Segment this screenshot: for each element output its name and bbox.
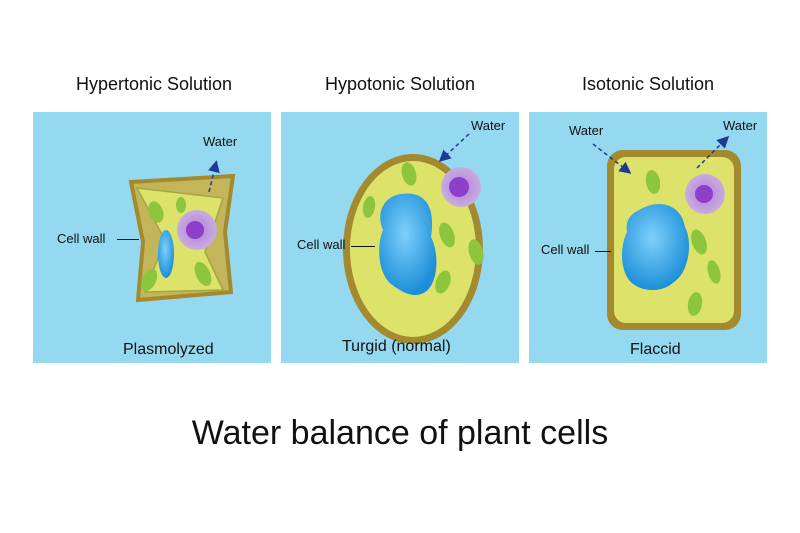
chloroplast xyxy=(176,197,186,213)
water-flow-arrow xyxy=(438,133,470,163)
water-flow-arrow-in xyxy=(592,143,632,174)
water-flow-arrow-out xyxy=(696,135,730,169)
chloroplast xyxy=(148,201,164,223)
cell-wall-pointer xyxy=(351,246,375,247)
nucleolus xyxy=(449,177,469,197)
cell-state-label: Turgid (normal) xyxy=(342,338,451,355)
hypertonic-panel: Water Cell wall Plasmolyzed xyxy=(33,112,271,363)
panel-2-heading: Hypotonic Solution xyxy=(324,74,476,94)
plasmolyzed-cell-illustration xyxy=(128,160,236,303)
chloroplast xyxy=(691,229,707,255)
water-label: Water xyxy=(203,134,238,149)
chloroplast xyxy=(401,162,417,186)
diagram-title: Water balance of plant cells xyxy=(191,414,609,452)
central-vacuole xyxy=(622,203,690,291)
central-vacuole xyxy=(158,230,174,278)
cell-wall-label: Cell wall xyxy=(541,242,590,257)
chloroplast xyxy=(468,239,484,265)
nucleolus xyxy=(695,185,713,203)
cell-wall-label: Cell wall xyxy=(57,231,106,246)
nucleolus xyxy=(186,221,204,239)
central-vacuole xyxy=(379,193,437,296)
water-label: Water xyxy=(471,118,506,133)
chloroplast xyxy=(707,260,721,284)
chloroplast xyxy=(439,222,455,248)
chloroplast xyxy=(645,170,661,194)
panel-3-heading: Isotonic Solution xyxy=(581,74,715,94)
cell-state-label: Flaccid xyxy=(630,341,681,358)
cell-wall-pointer xyxy=(595,251,611,252)
chloroplast xyxy=(687,292,703,316)
flaccid-cell-illustration xyxy=(592,135,741,330)
cell-wall-label: Cell wall xyxy=(297,237,346,252)
turgid-cell-illustration xyxy=(343,133,484,344)
water-label-in: Water xyxy=(569,123,604,138)
cell-wall-pointer xyxy=(117,239,139,240)
chloroplast xyxy=(435,270,451,294)
water-label-out: Water xyxy=(723,118,758,133)
water-flow-arrow xyxy=(208,160,220,193)
hypotonic-panel: Water Cell wall Turgid (normal) xyxy=(281,112,519,363)
chloroplast xyxy=(140,268,158,292)
chloroplast xyxy=(194,261,212,287)
chloroplast xyxy=(362,196,376,218)
panel-1-heading: Hypertonic Solution xyxy=(75,74,233,94)
isotonic-panel: Water Water Cell wall Flaccid xyxy=(529,112,767,363)
cell-state-label: Plasmolyzed xyxy=(123,341,214,358)
